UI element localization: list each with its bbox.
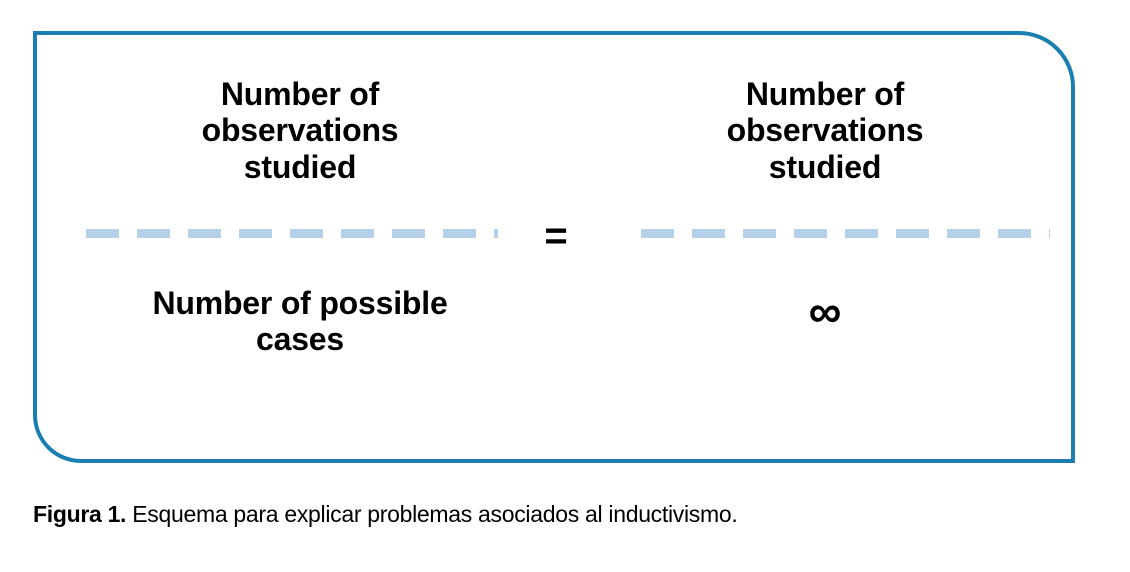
left-numerator-line-3: studied [243,148,357,185]
left-numerator-line-2: observations [201,112,399,149]
right-fraction-denominator: ∞ [600,288,1050,334]
fraction-bar-dash [137,229,170,238]
fraction-bar-dash [845,229,878,238]
figure-caption: Figura 1. Esquema para explicar problema… [33,500,1093,530]
fraction-bar-dash [290,229,323,238]
fraction-bar-dash [392,229,425,238]
fraction-bar-dash [998,229,1031,238]
left-numerator-line-1: Number of [220,76,380,112]
fraction-bar-dash [341,229,374,238]
fraction-bar-dash [239,229,272,238]
equation-layer: Number of observations studied Number of… [60,76,1050,358]
caption-text: Esquema para explicar problemas asociado… [126,501,738,527]
right-fraction-numerator: Number of observations studied [600,76,1050,185]
infinity-symbol: ∞ [808,285,842,337]
left-fraction-bar [86,229,498,238]
figure-border-box [33,31,1075,463]
left-fraction-denominator: Number of possible cases [60,285,540,358]
left-denominator-line-1: Number of possible [152,285,448,321]
right-fraction-bar [641,229,1050,238]
fraction-bar-dash [896,229,929,238]
fraction-bar-dash [743,229,776,238]
fraction-bar-dash [443,229,476,238]
equals-sign: = [544,214,568,258]
left-fraction-numerator: Number of observations studied [60,76,540,185]
right-numerator-line-3: studied [768,148,882,185]
left-denominator-line-2: cases [256,321,344,358]
fraction-bar-dash [794,229,827,238]
fraction-bar-dash [86,229,119,238]
fraction-bar-dash [494,229,498,238]
fraction-bar-dash [1049,229,1050,238]
right-numerator-line-1: Number of [745,76,905,112]
fraction-bar-dash [188,229,221,238]
fraction-bar-dash [692,229,725,238]
right-numerator-line-2: observations [726,112,924,149]
fraction-bar-dash [947,229,980,238]
caption-label: Figura 1. [33,501,127,527]
fraction-bar-dash [641,229,674,238]
